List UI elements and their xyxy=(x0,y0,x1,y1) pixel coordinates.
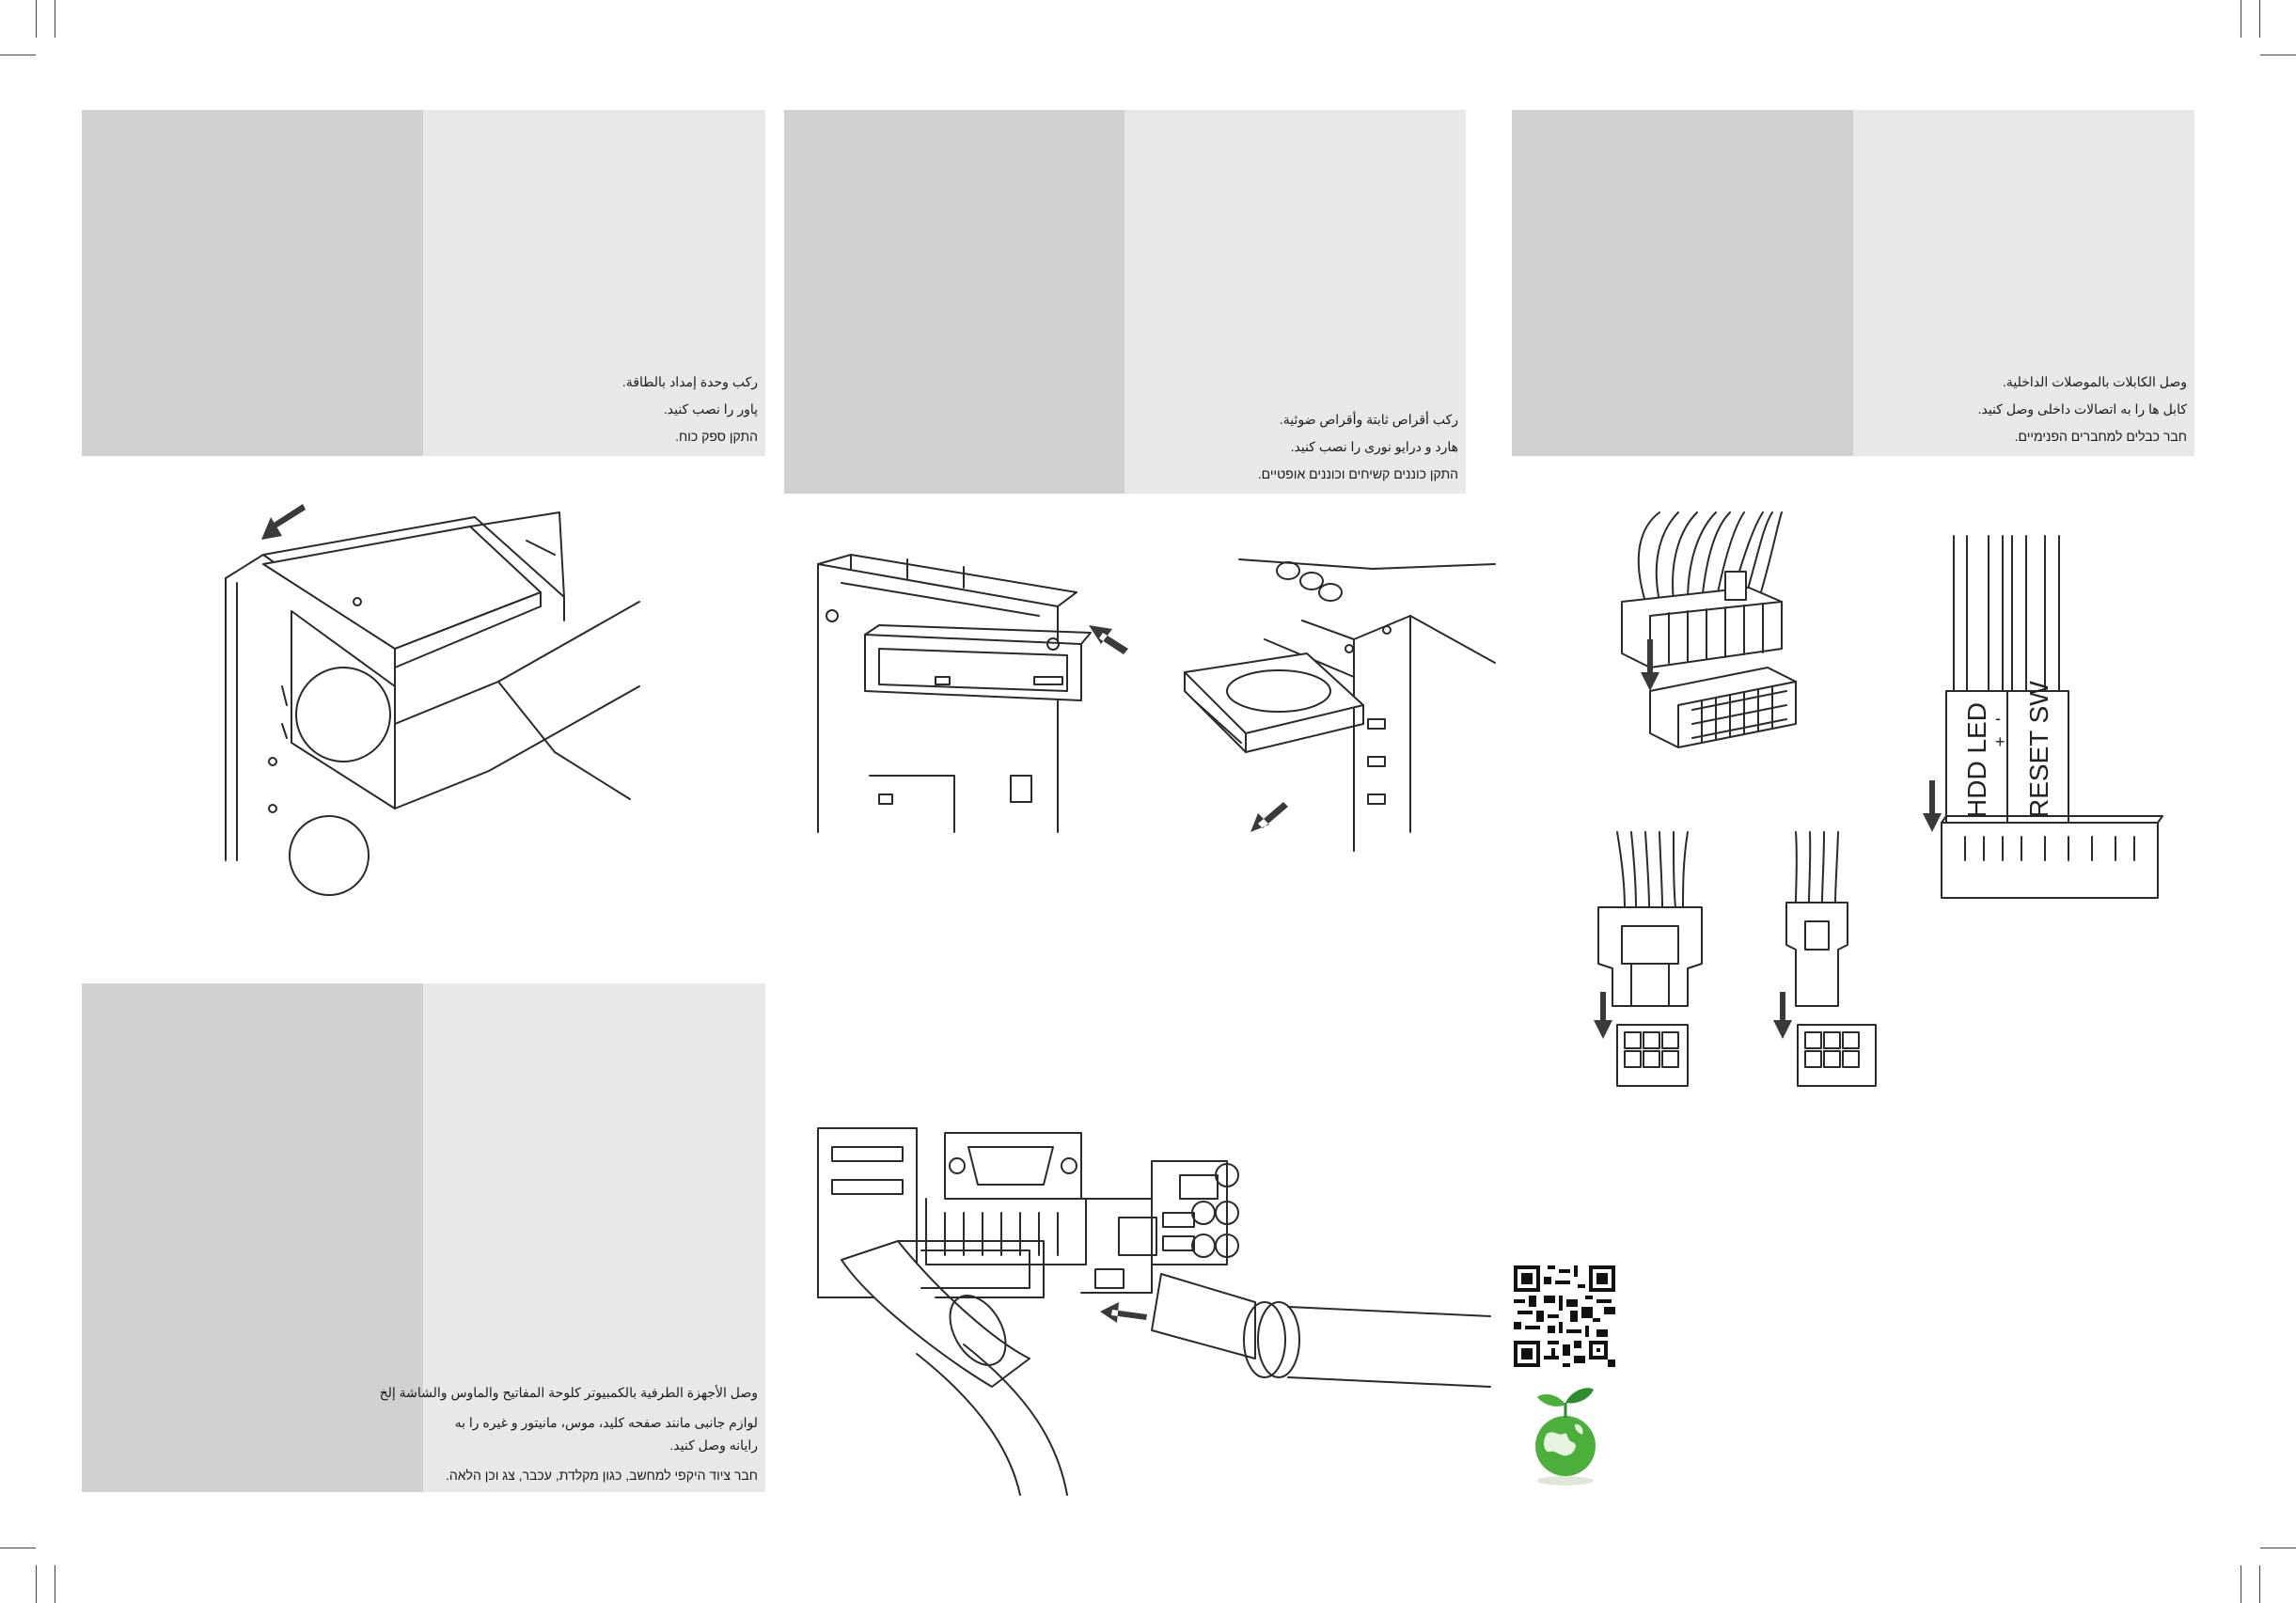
panel-text-block: وصل الكابلات بالموصلات الداخلية. کابل ها… xyxy=(1853,110,2194,456)
crop-mark xyxy=(2259,0,2260,38)
qr-code-icon xyxy=(1514,1265,1615,1367)
panel-dark-block xyxy=(82,110,423,456)
optical-drive-illustration xyxy=(813,550,1128,832)
instruction-panel-cables: وصل الكابلات بالموصلات الداخلية. کابل ها… xyxy=(1512,110,2194,456)
panel-dark-block xyxy=(82,983,423,1492)
instruction-line-arabic: ركب وحدة إمداد بالطاقة. xyxy=(621,374,758,389)
instruction-line-hebrew: חבר כבלים למחברים הפנימיים. xyxy=(2014,429,2187,444)
plus-label: + xyxy=(1995,732,2005,751)
panel-text-block: ركب وحدة إمداد بالطاقة. پاور را نصب کنید… xyxy=(423,110,765,456)
instruction-panel-peripherals: وصل الأجهزة الطرفية بالكمبيوتر كلوحة الم… xyxy=(82,983,765,1492)
panel-text-block: وصل الأجهزة الطرفية بالكمبيوتر كلوحة الم… xyxy=(380,983,765,1492)
instruction-line-persian: هارد و درایو نوری را نصب کنید. xyxy=(1290,439,1458,454)
insert-arrow-icon xyxy=(261,504,306,540)
insert-arrow-icon xyxy=(1100,1302,1147,1323)
panel-dark-block xyxy=(784,110,1124,494)
down-arrow-icon xyxy=(1594,992,1612,1039)
minus-label: - xyxy=(1995,709,2001,728)
instruction-line-hebrew: התקן ספק כוח. xyxy=(675,429,758,444)
instruction-text: ركب أقراص ثابتة وأقراص ضوئية. هارد و درا… xyxy=(1258,406,1458,488)
hard-drive-illustration xyxy=(1166,550,1495,851)
down-arrow-icon xyxy=(1641,639,1659,691)
instruction-line-persian: لوازم جانبی مانند صفحه کلید، موس، مانیتو… xyxy=(454,1415,758,1430)
instruction-line-arabic: ركب أقراص ثابتة وأقراص ضوئية. xyxy=(1279,412,1458,427)
down-arrow-icon xyxy=(1923,780,1942,832)
instruction-panel-drives: ركب أقراص ثابتة وأقراص ضوئية. هارد و درا… xyxy=(784,110,1466,494)
crop-mark xyxy=(36,0,37,38)
rear-io-illustration xyxy=(813,1124,1490,1495)
atx-24pin-illustration xyxy=(1612,508,1819,780)
down-arrow-icon xyxy=(1773,992,1792,1039)
instruction-panel-psu: ركب وحدة إمداد بالطاقة. پاور را نصب کنید… xyxy=(82,110,765,456)
instruction-line-persian: پاور را نصب کنید. xyxy=(663,401,758,416)
eco-globe-plant-icon xyxy=(1535,1388,1596,1485)
atx-4pin-illustration xyxy=(1773,832,1890,1091)
instruction-text: وصل الكابلات بالموصلات الداخلية. کابل ها… xyxy=(1978,369,2187,450)
instruction-line-hebrew: חבר ציוד היקפי למחשב, כגון מקלדת, עכבר, … xyxy=(446,1468,758,1483)
insert-arrow-icon xyxy=(1250,802,1288,832)
instruction-line-hebrew: התקן כוננים קשיחים וכוננים אופטיים. xyxy=(1257,466,1458,481)
front-panel-connector-illustration: HDD LED RESET SW - + xyxy=(1923,536,2172,912)
hdd-led-label: HDD LED xyxy=(1962,702,1991,818)
eps-8pin-illustration xyxy=(1594,832,1711,1091)
instruction-line-persian: کابل ها را به اتصالات داخلی وصل کنید. xyxy=(1977,401,2187,416)
insert-arrow-icon xyxy=(1089,625,1128,654)
psu-install-illustration xyxy=(216,504,639,865)
instruction-text: وصل الأجهزة الطرفية بالكمبيوتر كلوحة الم… xyxy=(380,1381,758,1486)
instruction-line-arabic: وصل الأجهزة الطرفية بالكمبيوتر كلوحة الم… xyxy=(379,1385,758,1400)
crop-mark xyxy=(36,1565,37,1603)
panel-text-block: ركب أقراص ثابتة وأقراص ضوئية. هارد و درا… xyxy=(1124,110,1466,494)
reset-sw-label: RESET SW xyxy=(2024,681,2053,818)
crop-mark xyxy=(2259,1565,2260,1603)
instruction-text: ركب وحدة إمداد بالطاقة. پاور را نصب کنید… xyxy=(622,369,758,450)
panel-dark-block xyxy=(1512,110,1853,456)
instruction-line-arabic: وصل الكابلات بالموصلات الداخلية. xyxy=(2003,374,2187,389)
instruction-line-persian-cont: رایانه وصل کنید. xyxy=(669,1438,758,1453)
